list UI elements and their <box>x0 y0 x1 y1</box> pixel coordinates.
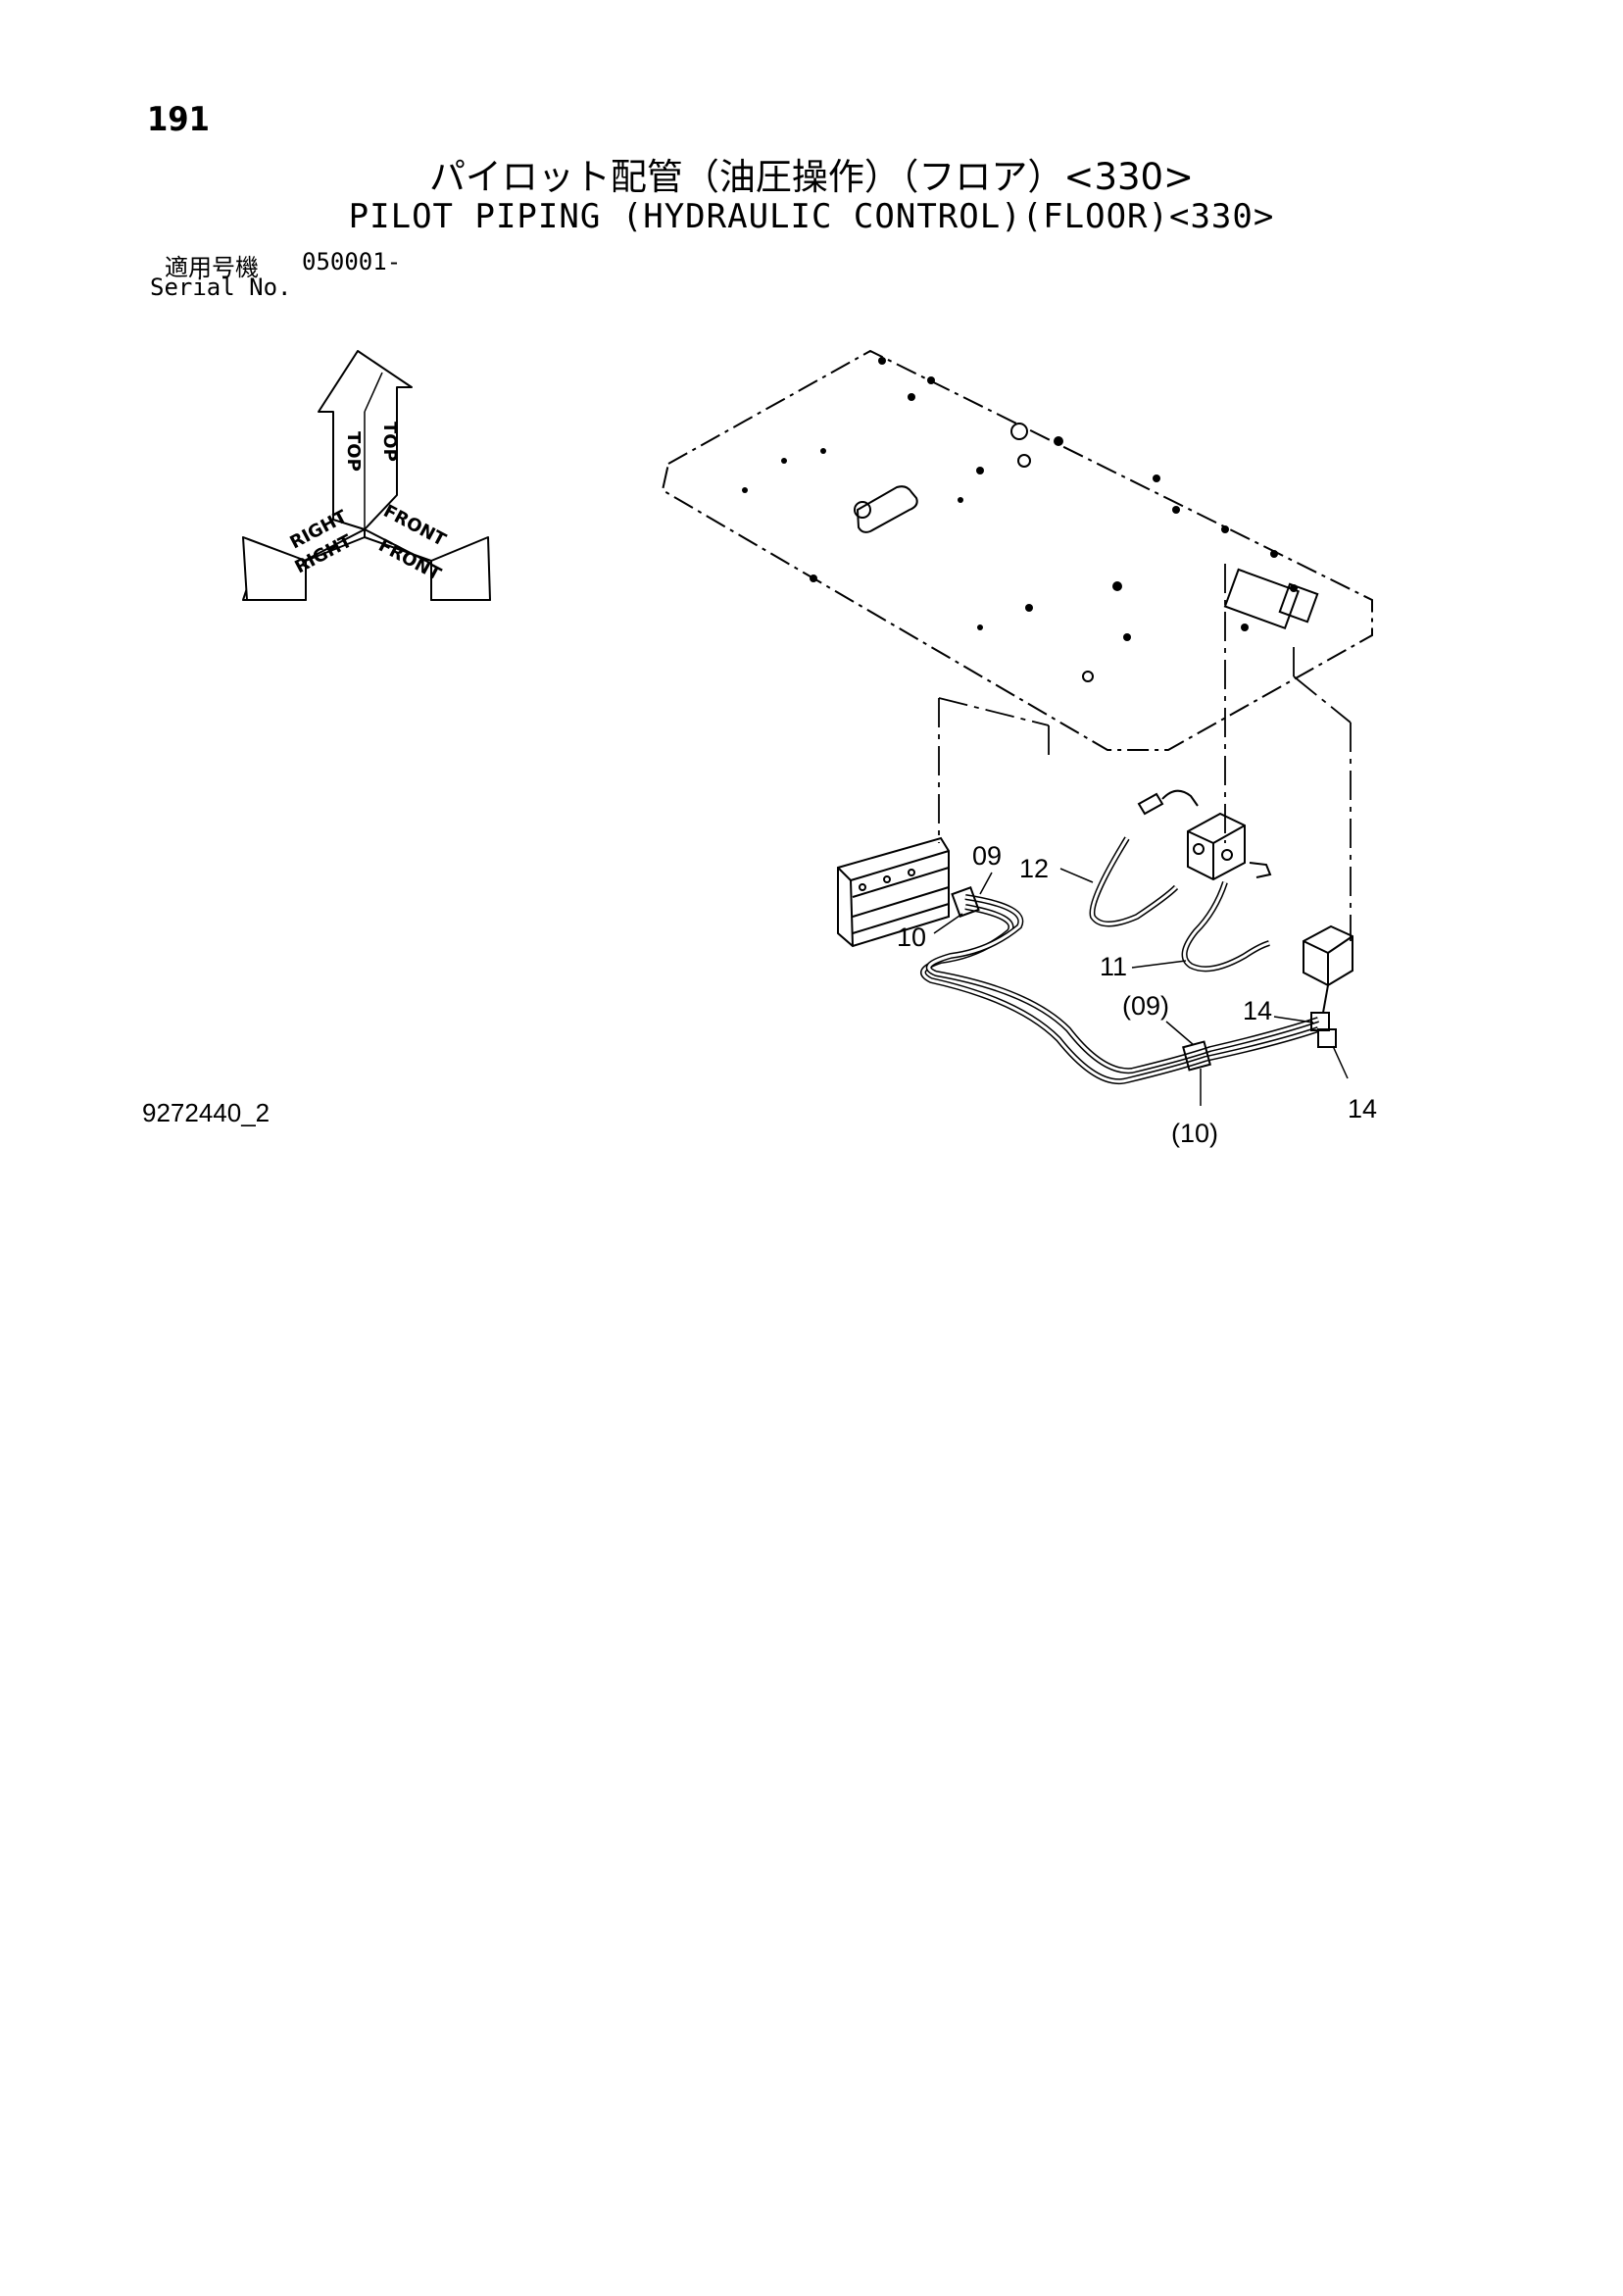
callout-14-lower: 14 <box>1348 1094 1377 1123</box>
callout-11: 11 <box>1100 952 1127 981</box>
page-number: 191 <box>147 100 210 139</box>
page-title-japanese: パイロット配管（油圧操作）（フロア）<330> <box>428 156 1195 198</box>
fitting-14-lower <box>1317 1028 1337 1048</box>
top-axis-label: TOP <box>343 431 364 472</box>
control-valve-manifold <box>837 836 950 948</box>
top-axis-label-2: TOP <box>379 422 400 462</box>
floor-plate-slot <box>856 485 918 533</box>
callout-10-ref: (10) <box>1171 1119 1218 1148</box>
hose-end-fitting <box>1137 792 1164 816</box>
callout-numbers: 09 12 10 11 (09) 14 14 (10) <box>897 841 1377 1148</box>
serial-label-japanese: 適用号機 <box>165 254 259 281</box>
callout-leaders <box>933 868 1349 1106</box>
fitting-09 <box>951 886 980 918</box>
callout-09: 09 <box>972 841 1002 871</box>
callout-10: 10 <box>897 923 926 952</box>
alignment-lines <box>938 564 1352 941</box>
floor-plate <box>661 349 1373 751</box>
callout-14-upper: 14 <box>1243 996 1272 1025</box>
hose-12 <box>1089 836 1179 927</box>
pilot-valve-block <box>1187 812 1246 881</box>
page-title-english: PILOT PIPING (HYDRAULIC CONTROL)(FLOOR)<… <box>348 197 1275 236</box>
pedal-pilot-valve <box>1303 924 1353 987</box>
callout-09-ref: (09) <box>1122 991 1169 1021</box>
pedal-valve-bracket <box>1223 568 1301 630</box>
callout-12: 12 <box>1019 854 1049 883</box>
drawing-code: 9272440_2 <box>142 1098 270 1127</box>
hose-11 <box>1181 881 1270 973</box>
serial-number-range: 050001- <box>302 248 402 275</box>
floor-plate-holes <box>742 357 1298 682</box>
serial-label-english: Serial No. <box>150 274 292 301</box>
